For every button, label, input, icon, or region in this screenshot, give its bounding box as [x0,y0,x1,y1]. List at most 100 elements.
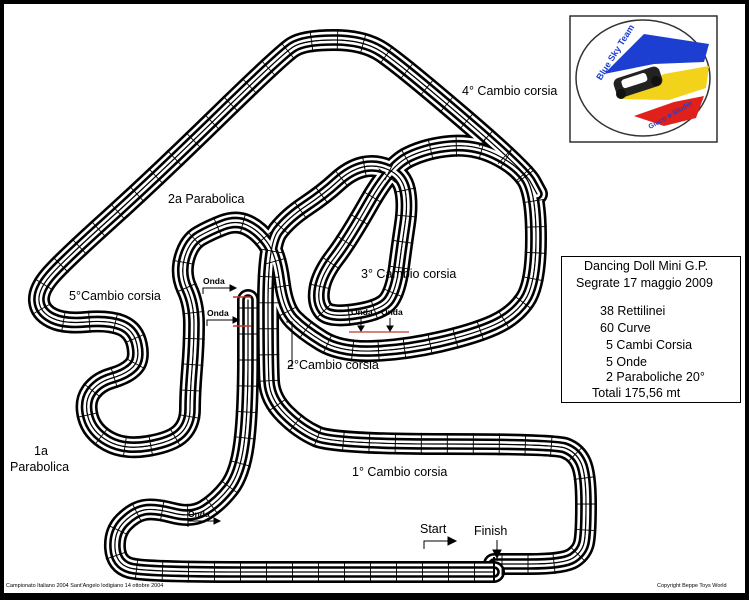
track-tie-0-46 [400,148,413,168]
track-tie-0-61 [402,337,407,360]
track-tie-0-20 [257,379,280,382]
track-tie-0-108 [336,29,339,52]
track-tie-0-26 [272,219,290,235]
track-tie-0-89 [112,312,119,335]
track-tie-0-7 [567,446,584,463]
label-start: Start [420,522,447,536]
label-parabolica-1b: Parabolica [10,460,70,474]
info-paraboliche: 2 Paraboliche 20° [606,370,705,384]
track-tie-0-63 [350,339,355,362]
track-tie-0-66 [277,305,298,317]
label-parabolica-2: 2a Parabolica [168,192,245,206]
label-onda-1: Onda [203,276,225,286]
track-tie-0-85 [83,383,102,398]
track-tie-0-113 [439,95,455,113]
track-tie-0-15 [368,431,371,454]
track-tie-0-111 [399,62,415,80]
track-tie-0-116 [497,147,514,164]
track-tie-0-95 [71,238,88,256]
track-tie-0-44 [362,191,383,204]
track-tie-0-59 [452,327,459,349]
track-tie-1-15 [161,559,164,582]
track-tie-1-13 [105,551,127,560]
track-tie-0-43 [349,213,370,226]
track-tie-1-7 [220,480,239,495]
onda-arrow-0 [202,287,234,294]
track-tie-0-29 [334,169,349,188]
track-tie-0-17 [313,426,323,448]
track-tie-0-50 [499,150,512,170]
track-tie-0-33 [394,214,417,218]
track-tie-0-84 [76,412,99,418]
track-tie-0-109 [359,32,367,55]
track-tie-0-18 [288,414,303,433]
track-lanes [27,29,597,584]
label-onda-2: Onda [207,308,229,318]
track-info-box: Dancing Doll Mini G.P. Segrate 17 maggio… [561,256,741,403]
track-tie-0-62 [377,339,380,362]
track-tie-0-3 [569,546,586,563]
track-tie-0-74 [176,282,197,293]
track-tie-0-24 [257,275,280,278]
track-tie-0-35 [387,265,410,270]
track-tie-0-100 [166,150,183,167]
track-tie-0-4 [574,528,597,532]
info-cambi: 5 Cambi Corsia [606,338,693,352]
track-tie-0-80 [169,427,182,448]
track-tie-0-110 [379,45,394,65]
track-tie-0-112 [419,78,435,97]
track-tie-0-56 [514,295,533,310]
start-arrowhead [447,536,458,546]
onda-arrow-1 [206,319,237,326]
track-tie-0-114 [459,112,475,130]
track-tie-0-67 [269,284,292,289]
track-tie-0-73 [172,259,195,265]
onda-down-head-0 [357,325,365,332]
info-subtitle: Segrate 17 maggio 2009 [576,276,713,290]
onda-arrowhead-1 [232,316,241,324]
track-tie-0-54 [524,251,547,254]
track-tie-0-103 [222,95,239,113]
track-tie-0-71 [213,216,223,238]
track-tie-0-8 [550,435,553,458]
track-tie-0-41 [321,256,341,270]
track-tie-1-4 [235,410,258,414]
label-onda-3: Onda [351,307,373,317]
track-tie-0-83 [94,427,109,446]
track-tie-0-94 [52,256,69,273]
track-tie-1-5 [233,436,256,440]
track-tie-0-69 [255,230,273,246]
info-curve: 60 Curve [600,321,651,335]
track-tie-0-115 [478,129,494,147]
track-tie-0-47 [427,138,434,160]
track-layout [27,29,598,584]
label-cambio-corsia-4: 4° Cambio corsia [462,84,558,98]
onda-arrow-2 [187,520,218,527]
track-tie-1-8 [204,496,219,515]
track-tie-0-30 [361,155,367,178]
track-tie-0-19 [268,398,287,412]
onda-down-head-1 [386,325,394,332]
track-tie-0-91 [61,310,66,333]
label-parabolica-1a: 1a [34,444,48,458]
track-tie-0-90 [88,310,91,333]
track-tie-0-93 [34,278,54,291]
label-cambio-corsia-3: 3° Cambio corsia [361,267,457,281]
track-tie-0-38 [347,303,351,326]
onda-arrowhead-2 [213,517,222,525]
track-tie-0-2 [552,551,556,574]
track-tie-0-53 [524,226,547,228]
track-tie-0-36 [382,288,404,298]
track-tie-0-70 [239,212,247,235]
label-cambio-corsia-2: 2°Cambio corsia [287,358,379,372]
track-tie-0-101 [185,132,202,149]
track-tie-0-92 [31,303,52,315]
track-tie-0-39 [315,303,333,320]
track-tie-0-27 [293,200,308,220]
track-sep-0-0 [38,39,587,565]
track-tie-0-37 [370,299,379,321]
track-tie-0-40 [309,283,331,290]
track-tie-0-98 [129,185,145,203]
track-ties [31,29,598,583]
track-tie-0-96 [90,220,107,238]
